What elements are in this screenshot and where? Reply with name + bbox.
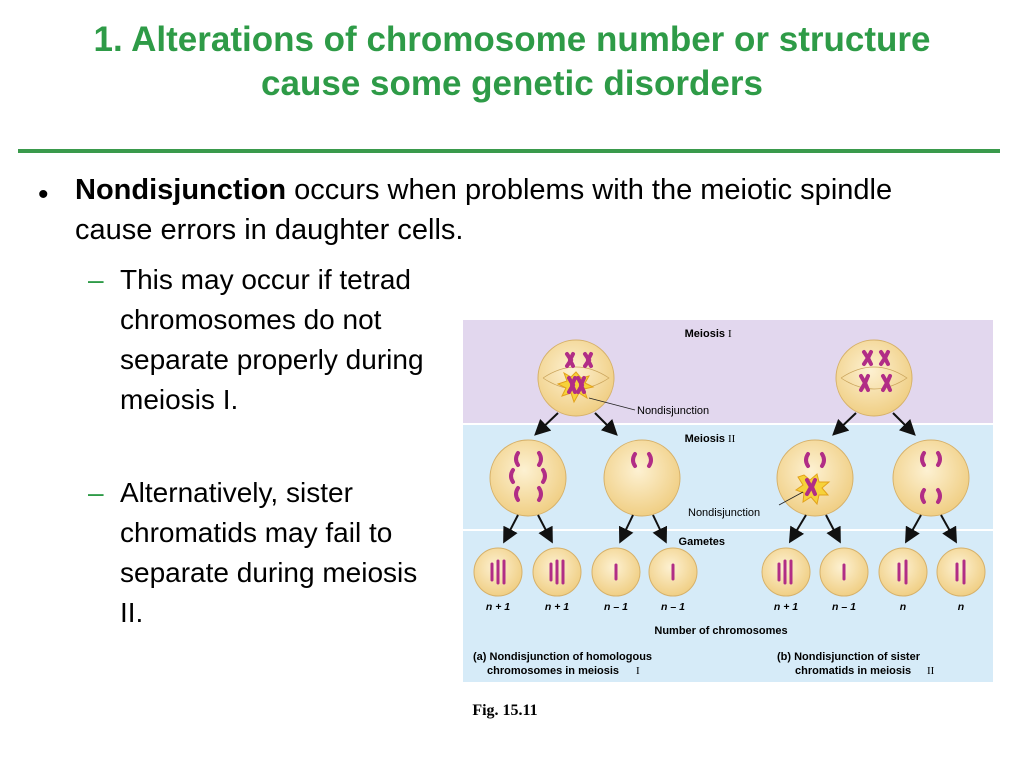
svg-text:I: I xyxy=(728,328,732,340)
meiosis1-label: Meiosis xyxy=(685,328,725,340)
bullet-dot-icon: • xyxy=(38,178,49,211)
gamete-1 xyxy=(473,547,523,597)
gamete-count-3: n – 1 xyxy=(604,601,628,613)
main-bullet-text: Nondisjunction occurs when problems with… xyxy=(75,170,975,250)
gamete-4 xyxy=(648,547,698,597)
bullet-rest-text: occurs when problems with the meiotic sp… xyxy=(75,174,893,246)
meiosis2-cell-1 xyxy=(489,439,567,517)
gamete-count-6: n – 1 xyxy=(832,601,856,613)
title-divider xyxy=(18,149,1000,153)
slide-title: 1. Alterations of chromosome number or s… xyxy=(20,18,1004,106)
parent-cell-b xyxy=(835,339,913,417)
meiosis-figure: Meiosis I Meiosis II Gametes Nondisjunct… xyxy=(463,320,993,682)
gamete-count-2: n + 1 xyxy=(545,601,569,613)
gametes-label: Gametes xyxy=(679,536,725,548)
gamete-count-7: n xyxy=(900,601,906,613)
svg-text:II: II xyxy=(728,433,736,445)
svg-text:II: II xyxy=(927,665,935,677)
svg-text:I: I xyxy=(636,665,640,677)
title-line-2: cause some genetic disorders xyxy=(261,64,763,103)
figure-caption: Fig. 15.11 xyxy=(472,702,538,719)
meiosis2-cell-2 xyxy=(603,439,681,517)
gamete-count-1: n + 1 xyxy=(486,601,510,613)
nondisjunction-label-mid: Nondisjunction xyxy=(688,507,760,519)
gamete-count-5: n + 1 xyxy=(774,601,798,613)
gamete-7 xyxy=(878,547,928,597)
parent-cell-a xyxy=(537,339,615,417)
dash-icon: – xyxy=(88,477,104,508)
gamete-2 xyxy=(532,547,582,597)
gamete-5 xyxy=(761,547,811,597)
number-of-chromosomes-label: Number of chromosomes xyxy=(654,625,787,637)
subbullet-1-text: This may occur if tetrad chromosomes do … xyxy=(120,264,424,415)
caption-b-line2: chromatids in meiosis xyxy=(795,665,911,677)
dash-icon: – xyxy=(88,264,104,295)
bullet-bold-term: Nondisjunction xyxy=(75,174,287,206)
nondisjunction-label-top: Nondisjunction xyxy=(637,405,709,417)
meiosis2-cell-4 xyxy=(892,439,970,517)
meiosis2-cell-3 xyxy=(776,439,854,517)
caption-a-line1: (a) Nondisjunction of homologous xyxy=(473,651,652,663)
subbullet-2-text: Alternatively, sister chromatids may fai… xyxy=(120,477,418,628)
gamete-count-4: n – 1 xyxy=(661,601,685,613)
gamete-8 xyxy=(936,547,986,597)
title-line-1: 1. Alterations of chromosome number or s… xyxy=(93,20,931,59)
gamete-6 xyxy=(819,547,869,597)
caption-a-line2: chromosomes in meiosis xyxy=(487,665,619,677)
gamete-3 xyxy=(591,547,641,597)
meiosis2-label: Meiosis xyxy=(685,433,725,445)
caption-b-line1: (b) Nondisjunction of sister xyxy=(777,651,921,663)
gamete-count-8: n xyxy=(958,601,964,613)
